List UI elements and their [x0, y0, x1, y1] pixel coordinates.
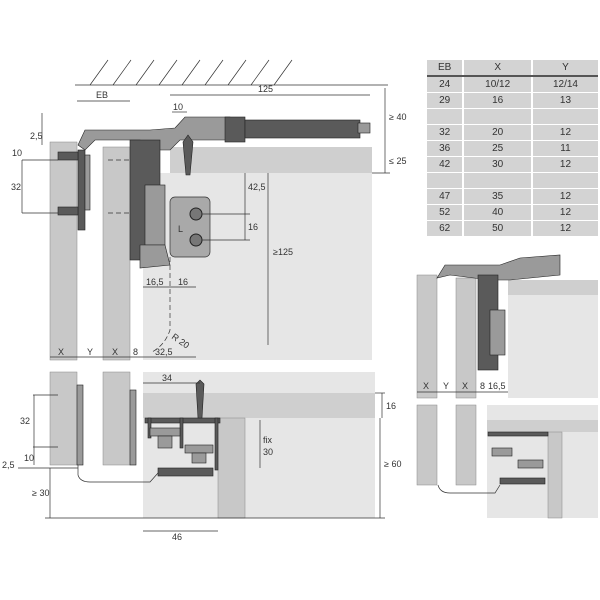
- cell: 30: [463, 156, 533, 173]
- dim-46: 46: [172, 532, 182, 542]
- dimensions: EB 125 10 ≥ 40 ≤ 25 2,5 10 32 42,5 16 ≥1…: [11, 84, 406, 358]
- small-dim-8: 8: [480, 381, 485, 391]
- cell: 12: [531, 220, 598, 237]
- dim-32: 32: [11, 182, 21, 192]
- cell: 12/14: [531, 76, 598, 93]
- dimensions-front: 34 16 32 10 2,5 fix 30 ≥ 60 ≥ 30 46: [2, 373, 401, 542]
- dim-42-5: 42,5: [248, 182, 266, 192]
- header-x: X: [463, 60, 533, 77]
- cell: 11: [531, 140, 598, 157]
- cell: 13: [531, 92, 598, 109]
- dim-16-5: 16,5: [146, 277, 164, 287]
- table-header-row: EB X Y: [427, 60, 598, 77]
- cell: 12: [531, 156, 598, 173]
- dim-min-60: ≥ 60: [384, 459, 401, 469]
- cell: 10/12: [463, 76, 533, 93]
- door-panel-right: [102, 146, 131, 361]
- small-view: X Y X 8 16,5: [416, 254, 598, 519]
- dim-34: 34: [162, 373, 172, 383]
- small-dim-x2: X: [462, 381, 468, 391]
- dim-125: 125: [258, 84, 273, 94]
- cabinet-side: [217, 417, 246, 519]
- dim-x1: X: [58, 347, 64, 357]
- plate-mark: L: [178, 224, 183, 234]
- small-dim-y: Y: [443, 381, 449, 391]
- shelf-panel: [143, 393, 375, 418]
- dim-10-front: 10: [24, 453, 34, 463]
- dim-2-5: 2,5: [30, 131, 43, 141]
- mounting-plate: L: [169, 196, 211, 258]
- door-panel-right-front: [102, 371, 131, 466]
- ceiling-hatch: [75, 59, 388, 86]
- cabinet-top-panel: [170, 147, 372, 173]
- dim-eb: EB: [96, 90, 108, 100]
- dim-min-125: ≥125: [273, 247, 293, 257]
- cell: 32: [427, 124, 465, 141]
- hinge-mechanism: [57, 116, 371, 269]
- cell: 16: [463, 92, 533, 109]
- cell: [463, 172, 533, 189]
- door-panel-left: [49, 141, 78, 361]
- dim-30: 30: [263, 447, 273, 457]
- cell: 62: [427, 220, 465, 237]
- dim-32-5: 32,5: [155, 347, 173, 357]
- cell: 29: [427, 92, 465, 109]
- dim-32-front: 32: [20, 416, 30, 426]
- cell: 20: [463, 124, 533, 141]
- cell: [463, 108, 533, 125]
- dim-x2: X: [112, 347, 118, 357]
- runner-mechanism: [76, 379, 221, 483]
- cell: 35: [463, 188, 533, 205]
- front-view: 34 16 32 10 2,5 fix 30 ≥ 60 ≥ 30 46: [2, 371, 401, 542]
- header-y: Y: [531, 60, 598, 77]
- cell: 52: [427, 204, 465, 221]
- small-dim-x1: X: [423, 381, 429, 391]
- cell: 12: [531, 204, 598, 221]
- top-view: L EB 125 10 ≥ 40 ≤ 25 2,5 10 32 42,5: [11, 59, 406, 361]
- dim-16-b: 16: [178, 277, 188, 287]
- dim-max-25: ≤ 25: [389, 156, 406, 166]
- swing-arc: [151, 257, 171, 353]
- cell: 50: [463, 220, 533, 237]
- dim-min-30: ≥ 30: [32, 488, 49, 498]
- cell: 12: [531, 188, 598, 205]
- dim-2-5-front: 2,5: [2, 460, 15, 470]
- cell: 47: [427, 188, 465, 205]
- table-row: [427, 108, 598, 125]
- dim-16: 16: [248, 222, 258, 232]
- cell: [427, 108, 465, 125]
- cell: 12: [531, 124, 598, 141]
- screws-left: [57, 151, 130, 216]
- dim-8: 8: [133, 347, 138, 357]
- cell: 42: [427, 156, 465, 173]
- cell: 24: [427, 76, 465, 93]
- cell: 40: [463, 204, 533, 221]
- cell: [531, 108, 598, 125]
- dim-16-front: 16: [386, 401, 396, 411]
- cell: 36: [427, 140, 465, 157]
- cell: 25: [463, 140, 533, 157]
- small-dim-16-5: 16,5: [488, 381, 506, 391]
- dim-10: 10: [173, 102, 183, 112]
- header-eb: EB: [427, 60, 465, 77]
- dim-min-40: ≥ 40: [389, 112, 406, 122]
- cell: [531, 172, 598, 189]
- dim-fix: fix: [263, 435, 273, 445]
- door-panel-left-front: [49, 371, 78, 466]
- cell: [427, 172, 465, 189]
- table-row: [427, 172, 598, 189]
- dim-10-left: 10: [12, 148, 22, 158]
- dim-y: Y: [87, 347, 93, 357]
